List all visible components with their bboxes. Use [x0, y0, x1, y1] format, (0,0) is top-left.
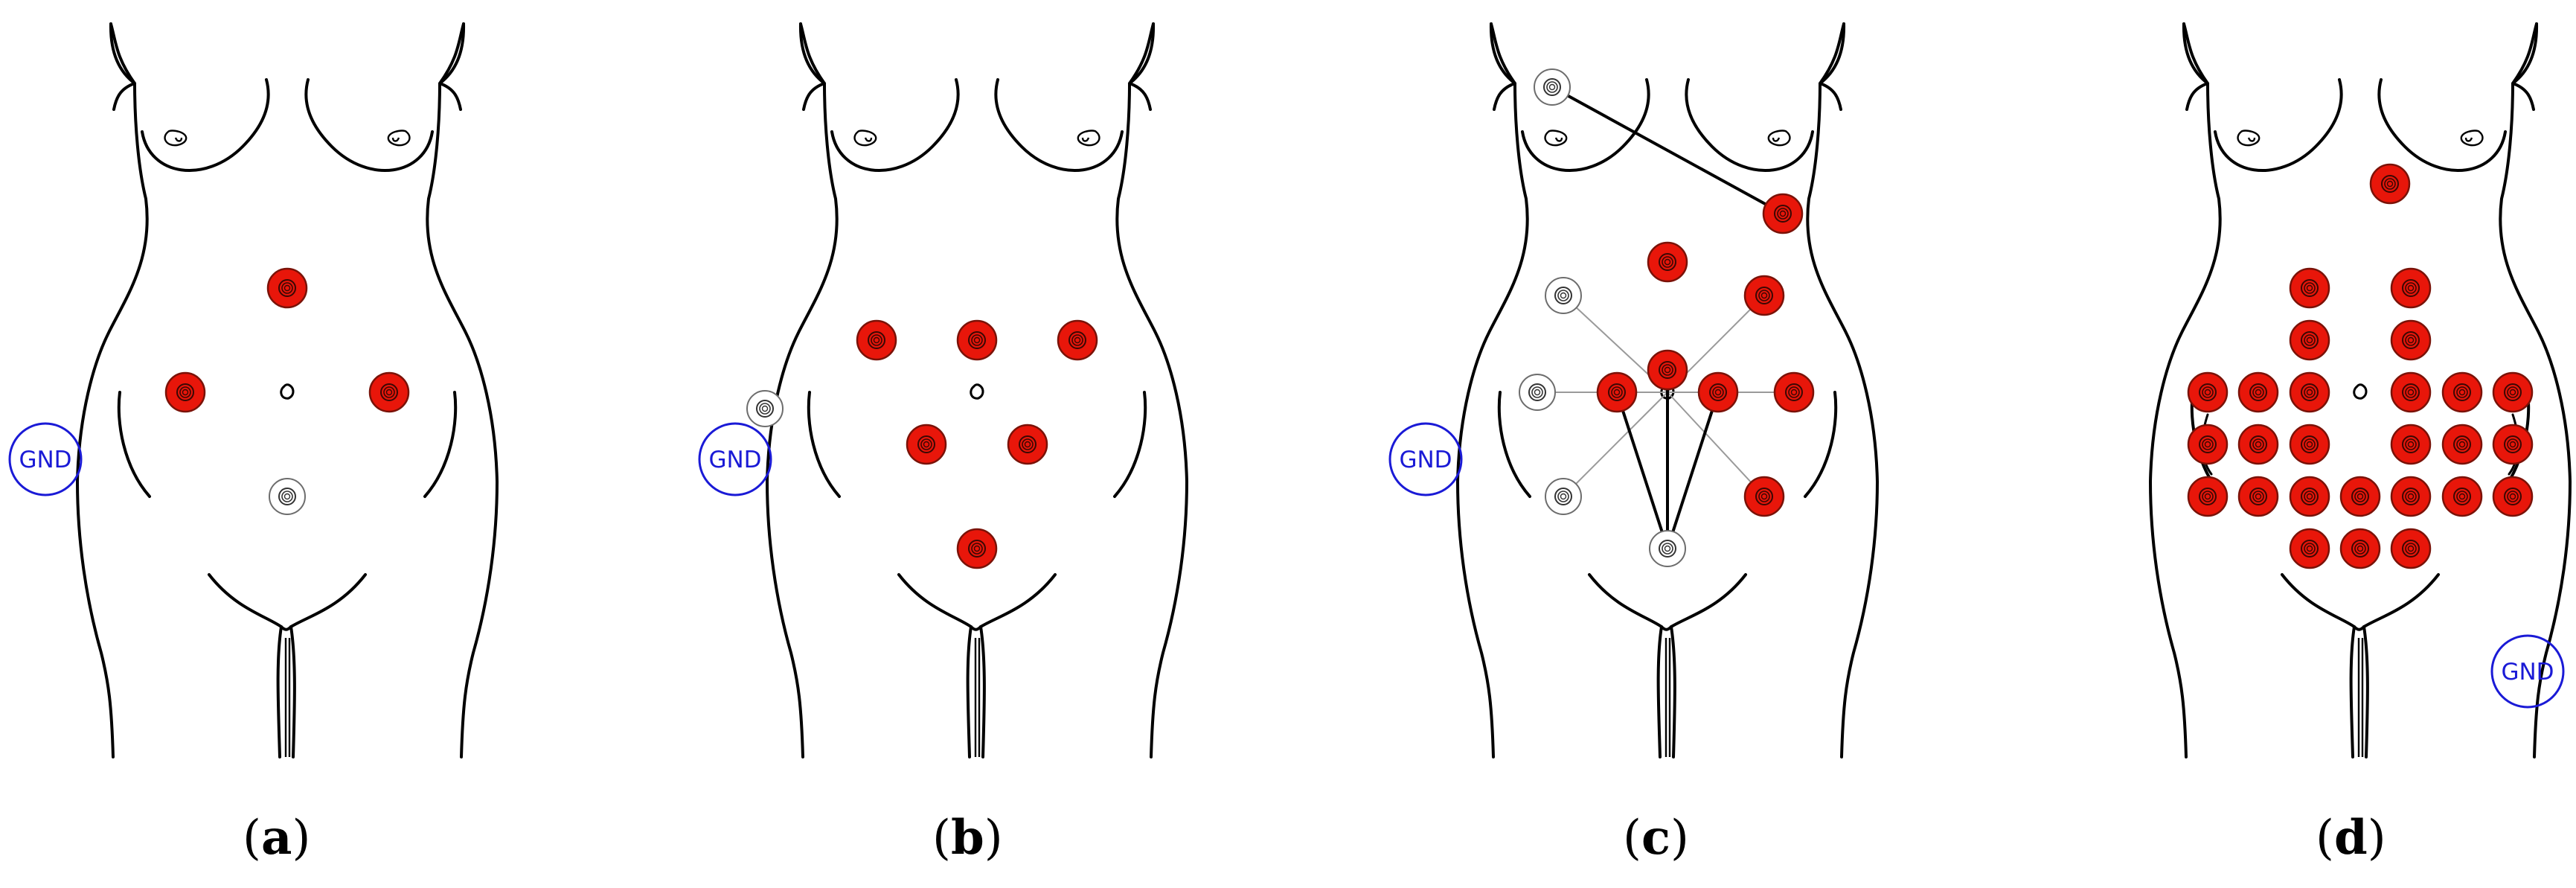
active-electrode [906, 424, 947, 465]
torso-outline [766, 22, 1188, 758]
connector-line [1551, 86, 1784, 215]
ground-electrode: GND [1388, 422, 1463, 496]
active-electrode [1596, 371, 1638, 413]
active-electrode [2237, 371, 2279, 413]
active-electrode [1773, 371, 1815, 413]
active-electrode [2187, 424, 2229, 465]
inactive-electrode [746, 390, 784, 427]
panel-a: GND (a) [8, 22, 499, 866]
active-electrode [1057, 319, 1098, 361]
active-electrode [1007, 424, 1048, 465]
connector-lines [1537, 86, 1794, 549]
connector-line [1666, 392, 1720, 549]
panel-label-a: (a) [243, 810, 310, 866]
active-electrode [2492, 424, 2534, 465]
active-electrode [2237, 424, 2279, 465]
panel-label-b: (b) [932, 810, 1003, 866]
inactive-electrode [1545, 478, 1582, 515]
ground-label: GND [2501, 659, 2554, 686]
connector-line [1667, 392, 1765, 497]
active-electrode [2441, 476, 2483, 517]
active-electrode [2289, 424, 2330, 465]
ground-electrode: GND [8, 422, 83, 496]
active-electrode [1762, 193, 1804, 234]
active-electrode [2187, 371, 2229, 413]
active-electrode [2390, 319, 2432, 361]
active-electrode [2289, 528, 2330, 569]
electrode-group [164, 267, 410, 515]
inactive-electrode [1649, 530, 1686, 567]
panel-c: GND (c) [1388, 22, 1879, 866]
panel-label-d: (d) [2316, 810, 2386, 866]
ground-label: GND [708, 447, 761, 473]
active-electrode [2390, 476, 2432, 517]
active-electrode [2492, 476, 2534, 517]
active-electrode [956, 528, 998, 569]
inactive-electrode [269, 478, 306, 515]
active-electrode [2289, 267, 2330, 309]
active-electrode [164, 371, 206, 413]
ground-electrode: GND [2490, 634, 2565, 709]
electrode-group [2187, 163, 2534, 569]
active-electrode [1697, 371, 1739, 413]
active-electrode [2492, 371, 2534, 413]
active-electrode [2390, 267, 2432, 309]
active-electrode [2441, 424, 2483, 465]
ground-label: GND [1399, 447, 1452, 473]
active-electrode [2237, 476, 2279, 517]
active-electrode [956, 319, 998, 361]
active-electrode [2187, 476, 2229, 517]
active-electrode [1647, 241, 1688, 283]
inactive-electrode [1534, 68, 1571, 106]
active-electrode [2339, 476, 2381, 517]
connector-line [1615, 392, 1669, 549]
panel-label-c: (c) [1623, 810, 1689, 866]
active-electrode [2441, 371, 2483, 413]
panel-d: GND (d) [2149, 22, 2572, 866]
active-electrode [2289, 371, 2330, 413]
torso-outline [76, 22, 499, 758]
active-electrode [266, 267, 308, 309]
electrode-group [746, 319, 1098, 569]
active-electrode [2390, 371, 2432, 413]
active-electrode [1743, 476, 1785, 517]
active-electrode [368, 371, 410, 413]
active-electrode [2289, 476, 2330, 517]
active-electrode [2339, 528, 2381, 569]
active-electrode [1743, 275, 1785, 316]
ground-label: GND [19, 447, 71, 473]
connector-line [1563, 392, 1668, 497]
active-electrode [1647, 349, 1688, 391]
active-electrode [2390, 528, 2432, 569]
panel-b: GND (b) [698, 22, 1188, 866]
active-electrode [856, 319, 897, 361]
inactive-electrode [1519, 374, 1556, 411]
active-electrode [2369, 163, 2411, 205]
inactive-electrode [1545, 277, 1582, 314]
active-electrode [2390, 424, 2432, 465]
ground-electrode: GND [698, 422, 772, 496]
active-electrode [2289, 319, 2330, 361]
